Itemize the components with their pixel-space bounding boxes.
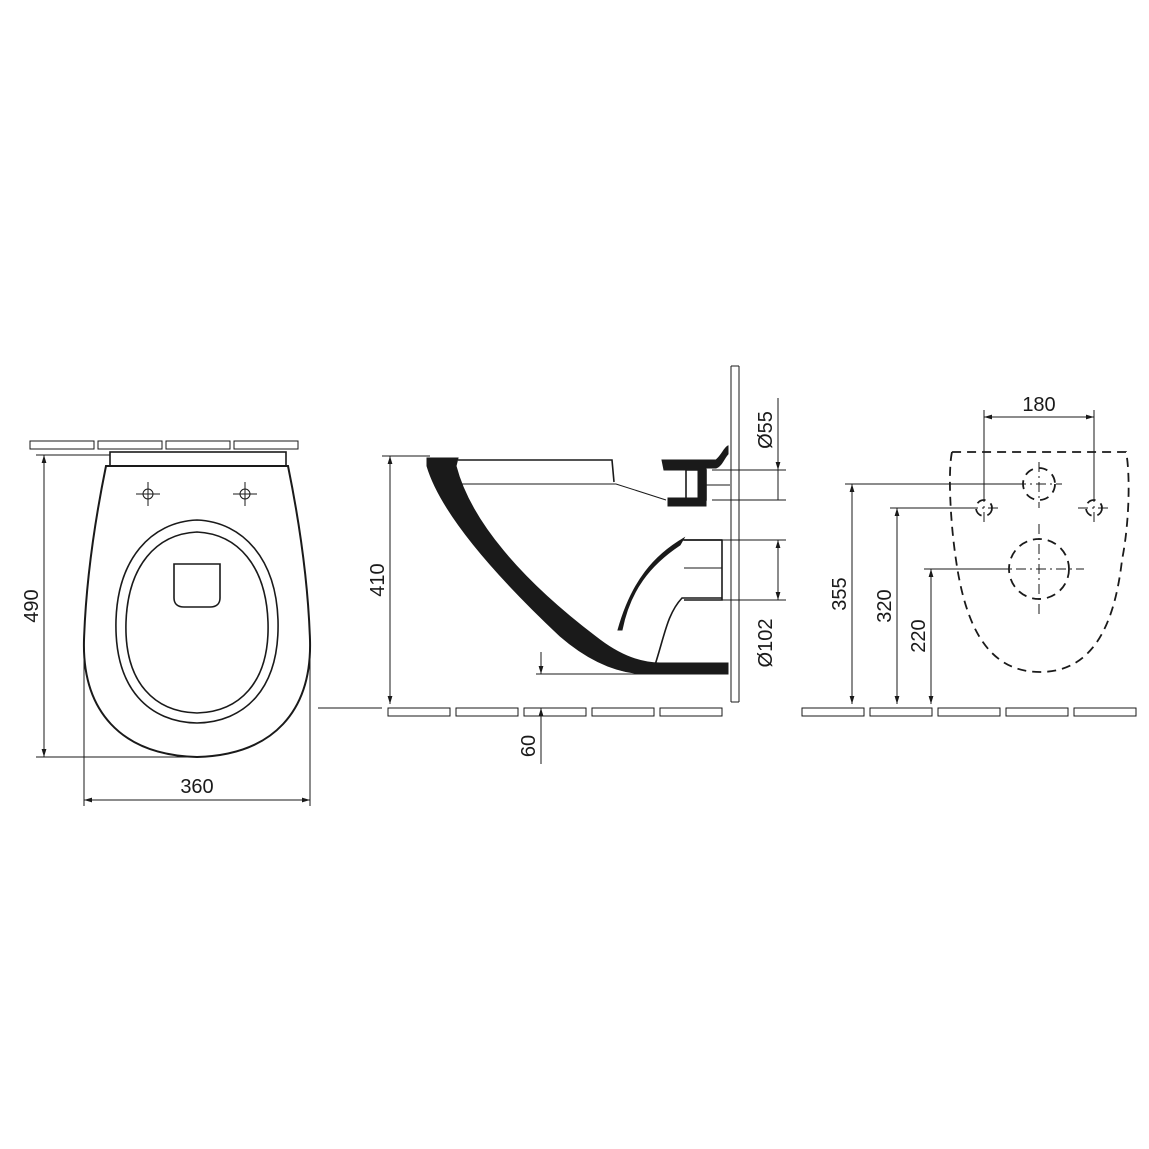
dimension-inlet-height: 355 <box>829 483 1016 704</box>
rim-line <box>458 459 615 483</box>
rear-outlet-circle <box>996 524 1084 614</box>
lid-handle <box>173 563 221 608</box>
side-view-wall <box>730 365 740 703</box>
outlet-pipe <box>684 539 723 601</box>
rear-view-floor <box>801 707 1137 717</box>
dimension-fixing-height: 320 <box>874 507 976 704</box>
seat-hinge-strip <box>109 451 287 467</box>
hinge-left-icon <box>136 482 160 506</box>
inlet-label: Ø55 <box>755 411 777 449</box>
rear-view: 180 355 320 220 <box>801 394 1137 717</box>
bowl-section <box>426 457 729 675</box>
inlet-height-label: 355 <box>829 577 851 610</box>
side-view-floor <box>318 707 723 717</box>
inlet-pipe <box>685 469 707 501</box>
rear-outline <box>949 451 1130 673</box>
depth-label: 490 <box>21 589 43 622</box>
fixing-height-label: 320 <box>874 589 896 622</box>
offset-label: 60 <box>518 735 540 757</box>
rim-inner-line <box>462 483 667 501</box>
dimension-outlet: Ø102 <box>722 539 786 668</box>
dimension-depth: 490 <box>21 454 200 758</box>
dimension-height: 410 <box>367 455 430 704</box>
seat-inner-outline <box>125 531 269 714</box>
dimension-inlet: Ø55 <box>712 398 786 501</box>
dimension-width: 360 <box>83 640 311 806</box>
height-label: 410 <box>367 563 389 596</box>
trap-outline <box>651 539 722 675</box>
seat-outline <box>115 519 279 724</box>
outlet-label: Ø102 <box>755 619 777 668</box>
hinge-right-icon <box>233 482 257 506</box>
rear-inlet-circle <box>1016 462 1062 508</box>
trap-section <box>617 536 686 631</box>
dimension-offset: 60 <box>518 652 650 764</box>
side-view: 410 60 Ø55 Ø102 <box>318 365 786 764</box>
inlet-housing <box>661 445 729 507</box>
dimension-hole-spacing: 180 <box>983 394 1095 498</box>
hole-spacing-label: 180 <box>1022 394 1055 416</box>
outlet-height-label: 220 <box>908 619 930 652</box>
width-label: 360 <box>180 776 213 798</box>
dimension-outlet-height: 220 <box>908 568 1009 704</box>
top-view-wall <box>29 440 299 450</box>
top-view: 490 360 <box>21 440 312 806</box>
